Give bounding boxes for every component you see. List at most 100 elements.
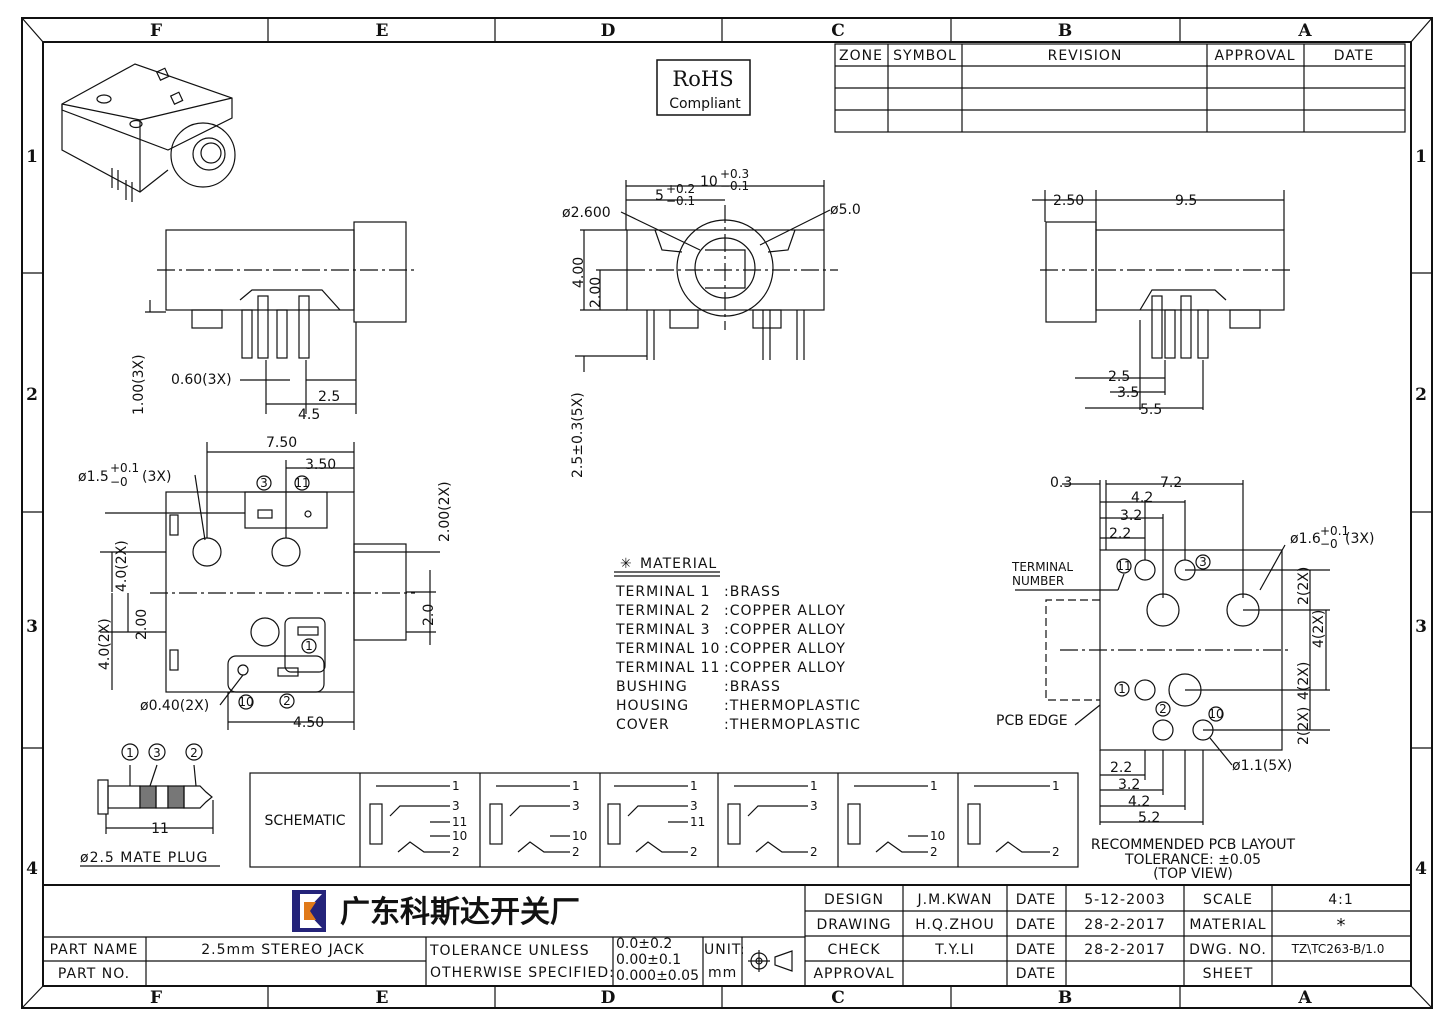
sheet-label: SHEET (1203, 966, 1254, 982)
pcb-caption-1: RECOMMENDED PCB LAYOUT (1091, 837, 1296, 853)
dim-pcb-4-2x-b: 4(2X) (1296, 662, 1312, 700)
dim-left-0-60: 0.60(3X) (171, 372, 232, 388)
sch1-t10: 10 (452, 829, 467, 843)
tolerance-value-1: 0.0±0.2 (616, 936, 672, 952)
dim-front-pin: 2.5±0.3(5X) (570, 392, 586, 478)
zone-left-2: 2 (26, 385, 38, 405)
material-value-4: :COPPER ALLOY (724, 641, 846, 657)
material-part-3: TERMINAL 3 (615, 622, 711, 638)
side-view-left: 1.00(3X) 0.60(3X) 2.5 4.5 (131, 221, 415, 423)
dim-front-half-tol-dn: −0.1 (666, 194, 695, 208)
unit-value: mm (708, 965, 737, 981)
schematic-cell-4: 1 3 2 (727, 779, 818, 859)
zone-top-c: C (831, 21, 845, 41)
sch2-t3: 3 (572, 799, 580, 813)
rev-header-approval: APPROVAL (1214, 48, 1295, 64)
rohs-subtitle: Compliant (669, 96, 741, 112)
mate-plug: 1 3 2 11 ø2.5 MATE PLUG (80, 743, 220, 867)
part-name-label: PART NAME (50, 942, 139, 958)
sch6-t1: 1 (1052, 779, 1060, 793)
design-date: 5-12-2003 (1084, 892, 1165, 908)
dim-bottom-7-50: 7.50 (266, 435, 297, 451)
dim-pcb-0-3: 0.3 (1050, 475, 1072, 491)
material-part-1: TERMINAL 1 (615, 584, 711, 600)
dim-bottom-4-0a: 4.0(2X) (114, 540, 130, 592)
check-date-label: DATE (1016, 942, 1056, 958)
pcb-caption-3: (TOP VIEW) (1153, 866, 1233, 882)
scale-label: SCALE (1203, 892, 1253, 908)
dim-pcb-4-2b: 4.2 (1128, 794, 1150, 810)
material-value-3: :COPPER ALLOY (724, 622, 846, 638)
dim-right-2-5: 2.5 (1108, 369, 1130, 385)
zone-bottom-a: A (1297, 988, 1312, 1008)
schematic-label: SCHEMATIC (264, 813, 345, 829)
material-value: * (1337, 915, 1346, 936)
tolerance-line-1: TOLERANCE UNLESS (429, 943, 590, 959)
dim-bottom-hole-qty: (3X) (142, 469, 171, 485)
zone-bottom-f: F (150, 988, 162, 1008)
sch1-t11: 11 (452, 815, 467, 829)
dim-left-4-5: 4.5 (298, 407, 320, 423)
approval-date-label: DATE (1016, 966, 1056, 982)
approval-label: APPROVAL (813, 966, 894, 982)
plug-terminal-2: 2 (190, 746, 198, 760)
dim-right-5-5: 5.5 (1140, 402, 1162, 418)
zone-top-e: E (376, 21, 389, 41)
dim-bottom-hole: ø1.5 (78, 469, 109, 485)
tolerance-value-2: 0.00±0.1 (616, 952, 681, 968)
dim-front-half-tol-up: +0.2 (666, 182, 695, 196)
zone-right-1: 1 (1415, 147, 1427, 167)
zone-left-4: 4 (26, 859, 38, 879)
pcb-terminal-3: 3 (1199, 555, 1207, 569)
zone-top-f: F (150, 21, 162, 41)
sch1-t1: 1 (452, 779, 460, 793)
dim-bottom-4-50: 4.50 (293, 715, 324, 731)
design-label: DESIGN (824, 892, 884, 908)
schematic-cell-2: 1 3 10 2 (489, 779, 587, 859)
material-asterisk: ✳ (620, 556, 633, 572)
zone-top-b: B (1058, 21, 1072, 41)
material-list: ✳ MATERIAL TERMINAL 1 :BRASS TERMINAL 2 … (614, 556, 861, 733)
plug-length: 11 (151, 821, 169, 837)
schematic-cell-3: 1 3 11 2 (607, 779, 705, 859)
dim-front-width-tol-up: +0.3 (720, 167, 749, 181)
rev-header-date: DATE (1334, 48, 1374, 64)
bottom-terminal-2: 2 (283, 694, 291, 708)
pcb-terminal-label-2: NUMBER (1012, 574, 1064, 588)
zone-labels: F E D C B A F E D C B A 1 2 3 4 1 2 3 4 (26, 21, 1427, 1008)
zone-bottom-d: D (601, 988, 616, 1008)
dim-pcb-hole-qty: (3X) (1345, 531, 1374, 547)
side-view-right: 2.50 9.5 2.5 3.5 5.5 (1032, 190, 1290, 418)
bottom-terminal-1: 1 (305, 639, 313, 653)
material-value-7: :THERMOPLASTIC (724, 698, 861, 714)
check-label: CHECK (827, 942, 880, 958)
sch5-t2: 2 (930, 845, 938, 859)
sch1-t2: 2 (452, 845, 460, 859)
pcb-terminal-label-1: TERMINAL (1011, 560, 1073, 574)
plug-terminal-3: 3 (153, 746, 161, 760)
zone-left-1: 1 (26, 147, 38, 167)
rev-header-symbol: SYMBOL (893, 48, 957, 64)
material-value-2: :COPPER ALLOY (724, 603, 846, 619)
sch4-t2: 2 (810, 845, 818, 859)
drawing-name: H.Q.ZHOU (915, 917, 995, 933)
sch3-t2: 2 (690, 845, 698, 859)
bottom-view: 7.50 3.50 ø1.5 +0.1 −0 (3X) 4.0(2X) 2.00… (78, 435, 453, 731)
tolerance-line-2: OTHERWISE SPECIFIED: (430, 965, 615, 981)
dim-front-width-tol-dn: −0.1 (720, 179, 749, 193)
material-part-6: BUSHING (616, 679, 688, 695)
drawing-date: 28-2-2017 (1084, 917, 1165, 933)
drawing-date-label: DATE (1016, 917, 1056, 933)
material-part-4: TERMINAL 10 (615, 641, 720, 657)
company-logo-icon (292, 890, 326, 932)
dim-bottom-0-40: ø0.40(2X) (140, 698, 209, 714)
material-label: MATERIAL (1189, 917, 1266, 933)
dim-pcb-3-2: 3.2 (1120, 508, 1142, 524)
dim-front-hole: ø2.600 (562, 205, 611, 221)
material-part-8: COVER (616, 717, 670, 733)
check-name: T.Y.LI (934, 942, 974, 958)
design-name: J.M.KWAN (917, 892, 993, 908)
dwg-no-label: DWG. NO. (1189, 942, 1267, 958)
isometric-view (61, 63, 236, 202)
